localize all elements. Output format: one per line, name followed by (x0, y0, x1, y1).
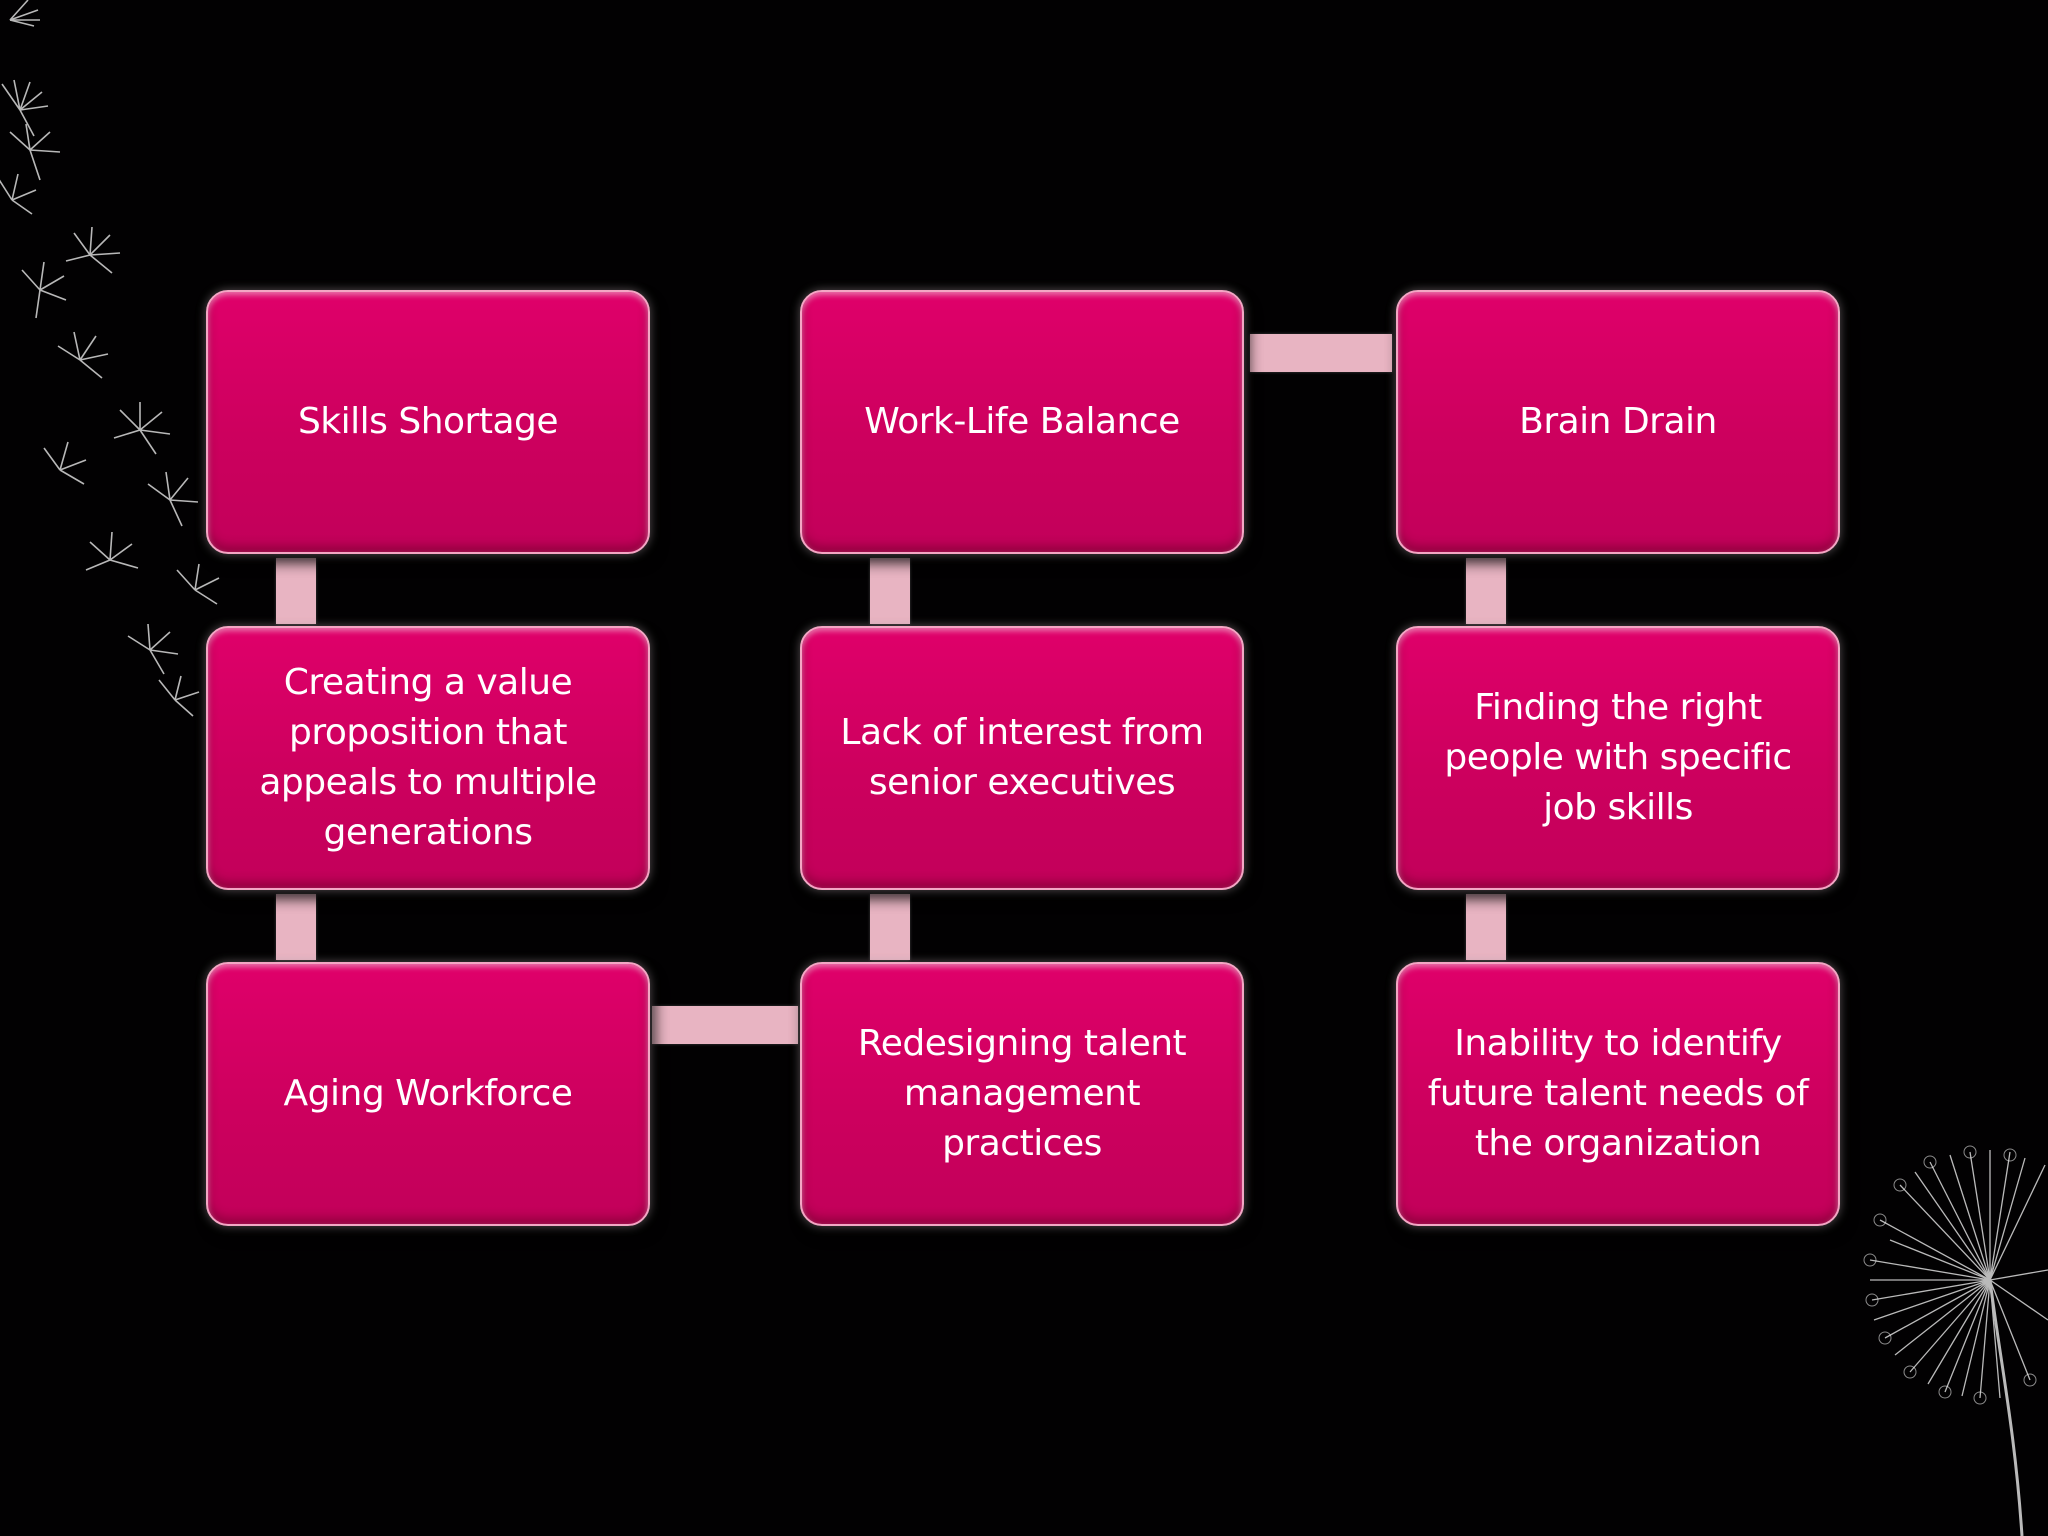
box-label: Brain Drain (1519, 401, 1717, 442)
connector-brain-drain-to-finding (1466, 558, 1506, 624)
connector-finding-to-inability (1466, 894, 1506, 960)
box-label: Aging Workforce (283, 1073, 573, 1114)
connector-work-life-to-lack (870, 558, 910, 624)
box-value-proposition: Creating a value proposition that appeal… (206, 626, 650, 890)
box-aging-workforce: Aging Workforce (206, 962, 650, 1226)
box-skills-shortage: Skills Shortage (206, 290, 650, 554)
box-label: Finding the right people with specific j… (1444, 687, 1792, 828)
connector-skills-to-value (276, 558, 316, 624)
box-finding-right-people: Finding the right people with specific j… (1396, 626, 1840, 890)
dandelion-flower-bottom-right (1863, 1145, 2048, 1536)
box-label: Work-Life Balance (864, 401, 1180, 442)
connector-value-to-aging (276, 894, 316, 960)
box-label: Lack of interest from senior executives (840, 712, 1204, 803)
box-label: Skills Shortage (297, 401, 559, 442)
box-redesigning-talent: Redesigning talent management practices (800, 962, 1244, 1226)
box-label: Inability to identify future talent need… (1427, 1023, 1809, 1164)
dandelion-seeds-left (0, 0, 220, 717)
connector-aging-to-redesigning (652, 1006, 798, 1044)
box-label: Creating a value proposition that appeal… (259, 662, 597, 853)
box-lack-of-interest: Lack of interest from senior executives (800, 626, 1244, 890)
connector-work-life-to-brain-drain (1250, 334, 1392, 372)
box-inability-identify: Inability to identify future talent need… (1396, 962, 1840, 1226)
connector-lack-to-redesigning (870, 894, 910, 960)
box-brain-drain: Brain Drain (1396, 290, 1840, 554)
box-label: Redesigning talent management practices (857, 1023, 1187, 1164)
box-work-life-balance: Work-Life Balance (800, 290, 1244, 554)
